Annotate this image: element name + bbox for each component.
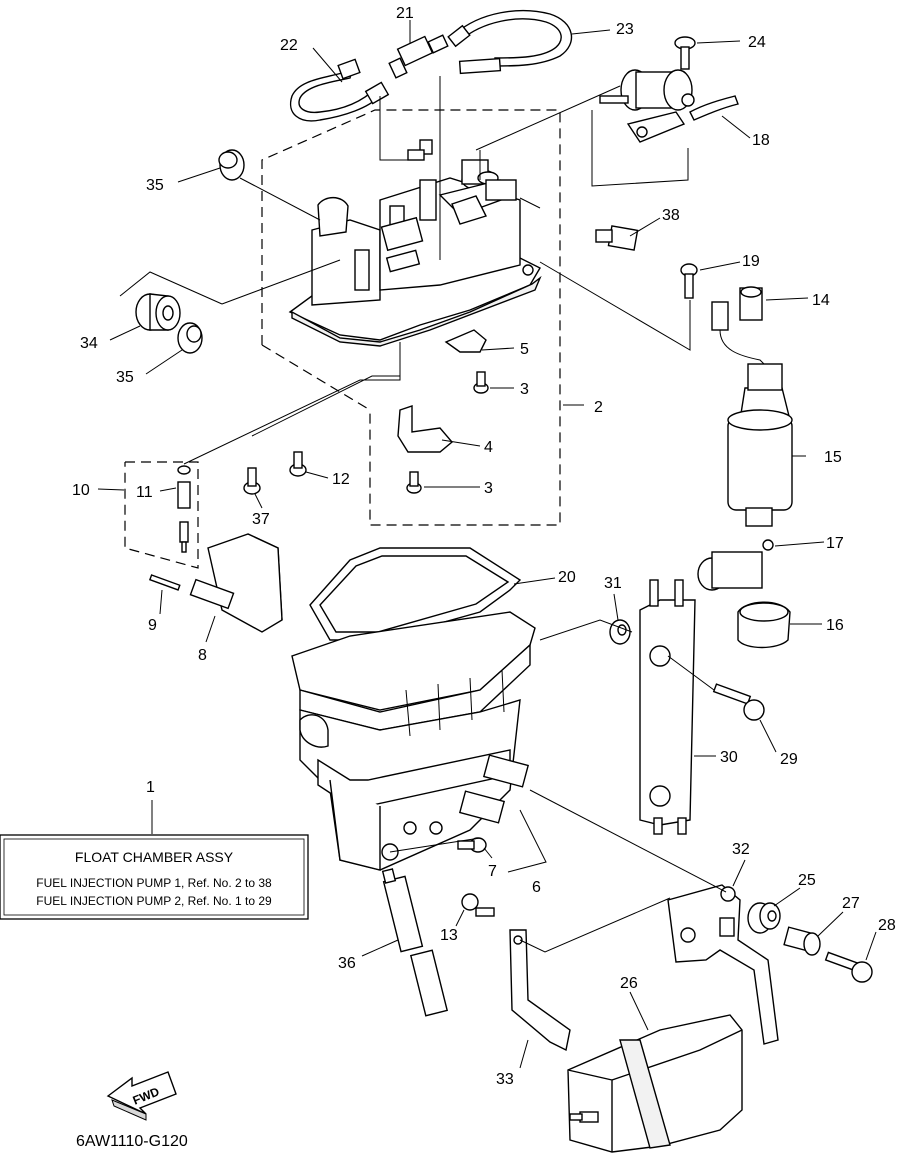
callout-38: 38 — [662, 207, 680, 224]
callout-15: 15 — [824, 449, 842, 466]
callout-3b: 3 — [484, 480, 493, 497]
screw-3a — [473, 371, 489, 394]
bolt-29 — [712, 683, 765, 721]
leader-lines — [97, 20, 877, 1069]
connector-21 — [388, 34, 449, 79]
callout-13: 13 — [440, 927, 458, 944]
assembly-title: FLOAT CHAMBER ASSY — [75, 849, 234, 865]
callout-35b: 35 — [116, 369, 134, 386]
callout-11: 11 — [136, 484, 153, 501]
sensor-38 — [595, 225, 639, 251]
canister-26 — [567, 1014, 743, 1153]
grommet-35-bottom — [177, 322, 203, 354]
cooler-30 — [639, 579, 696, 835]
screw-13 — [461, 893, 495, 917]
cover-2 — [288, 139, 542, 347]
diagram-code: 6AW1110-G120 — [76, 1133, 188, 1150]
float-chamber-1 — [291, 611, 536, 871]
callout-9: 9 — [148, 617, 157, 634]
callout-21: 21 — [396, 5, 414, 22]
callout-2: 2 — [594, 399, 603, 416]
screw-3b — [406, 471, 422, 494]
fuel-pump-15 — [711, 301, 793, 527]
assembly-dashed-outline — [124, 109, 561, 569]
callout-34: 34 — [80, 335, 98, 352]
callout-27: 27 — [842, 895, 860, 912]
callout-12: 12 — [332, 471, 350, 488]
grommet-34 — [135, 293, 181, 331]
assembly-line-2: FUEL INJECTION PUMP 2, Ref. No. 1 to 29 — [36, 894, 272, 908]
callout-20: 20 — [558, 569, 576, 586]
callout-18: 18 — [752, 132, 770, 149]
hose-22 — [289, 58, 390, 122]
callouts: 1 2 3 3 4 5 6 7 8 9 10 11 12 13 14 15 16… — [72, 5, 896, 1088]
assembly-line-1: FUEL INJECTION PUMP 1, Ref. No. 2 to 38 — [36, 876, 272, 890]
callout-22: 22 — [280, 37, 298, 54]
filter-17 — [697, 539, 774, 591]
screw-24 — [674, 36, 696, 70]
grommet-14 — [739, 286, 763, 321]
callout-35a: 35 — [146, 177, 164, 194]
plate-5 — [444, 329, 487, 353]
plate-4 — [397, 405, 453, 453]
callout-25: 25 — [798, 872, 816, 889]
callout-3a: 3 — [520, 381, 529, 398]
link-6 — [458, 754, 530, 824]
float-8 — [189, 533, 283, 633]
fwd-arrow-icon: FWD — [106, 1071, 177, 1121]
callout-1: 1 — [146, 779, 155, 796]
callout-16: 16 — [826, 617, 844, 634]
callout-31: 31 — [604, 575, 622, 592]
callout-24: 24 — [748, 34, 766, 51]
callout-28: 28 — [878, 917, 896, 934]
callout-6: 6 — [532, 879, 541, 896]
screw-19 — [680, 263, 698, 299]
collar-27 — [783, 926, 821, 956]
bracket-32 — [667, 884, 779, 1045]
callout-32: 32 — [732, 841, 750, 858]
callout-10: 10 — [72, 482, 90, 499]
bolt-28 — [824, 951, 873, 983]
callout-23: 23 — [616, 21, 634, 38]
callout-37: 37 — [252, 511, 270, 528]
hose-36 — [381, 868, 449, 1017]
screw-37 — [243, 467, 261, 495]
regulator-18 — [599, 69, 739, 143]
grommet-31 — [609, 619, 631, 645]
callout-33: 33 — [496, 1071, 514, 1088]
callout-5: 5 — [520, 341, 529, 358]
callout-7: 7 — [488, 863, 497, 880]
callout-36: 36 — [338, 955, 356, 972]
pin-9 — [148, 574, 181, 591]
valve-10 — [177, 465, 191, 553]
assembly-info-box: FLOAT CHAMBER ASSY FUEL INJECTION PUMP 1… — [0, 834, 309, 920]
callout-4: 4 — [484, 439, 493, 456]
grommet-25 — [747, 902, 781, 934]
callout-14: 14 — [812, 292, 830, 309]
callout-17: 17 — [826, 535, 844, 552]
callout-19: 19 — [742, 253, 760, 270]
screw-12 — [289, 451, 307, 477]
callout-8: 8 — [198, 647, 207, 664]
grommet-35-top — [218, 149, 245, 181]
callout-30: 30 — [720, 749, 738, 766]
holder-16 — [737, 601, 791, 649]
bracket-33 — [509, 929, 571, 1052]
callout-26: 26 — [620, 975, 638, 992]
hose-23 — [447, 9, 573, 75]
callout-29: 29 — [780, 751, 798, 768]
screw-7 — [457, 837, 487, 853]
